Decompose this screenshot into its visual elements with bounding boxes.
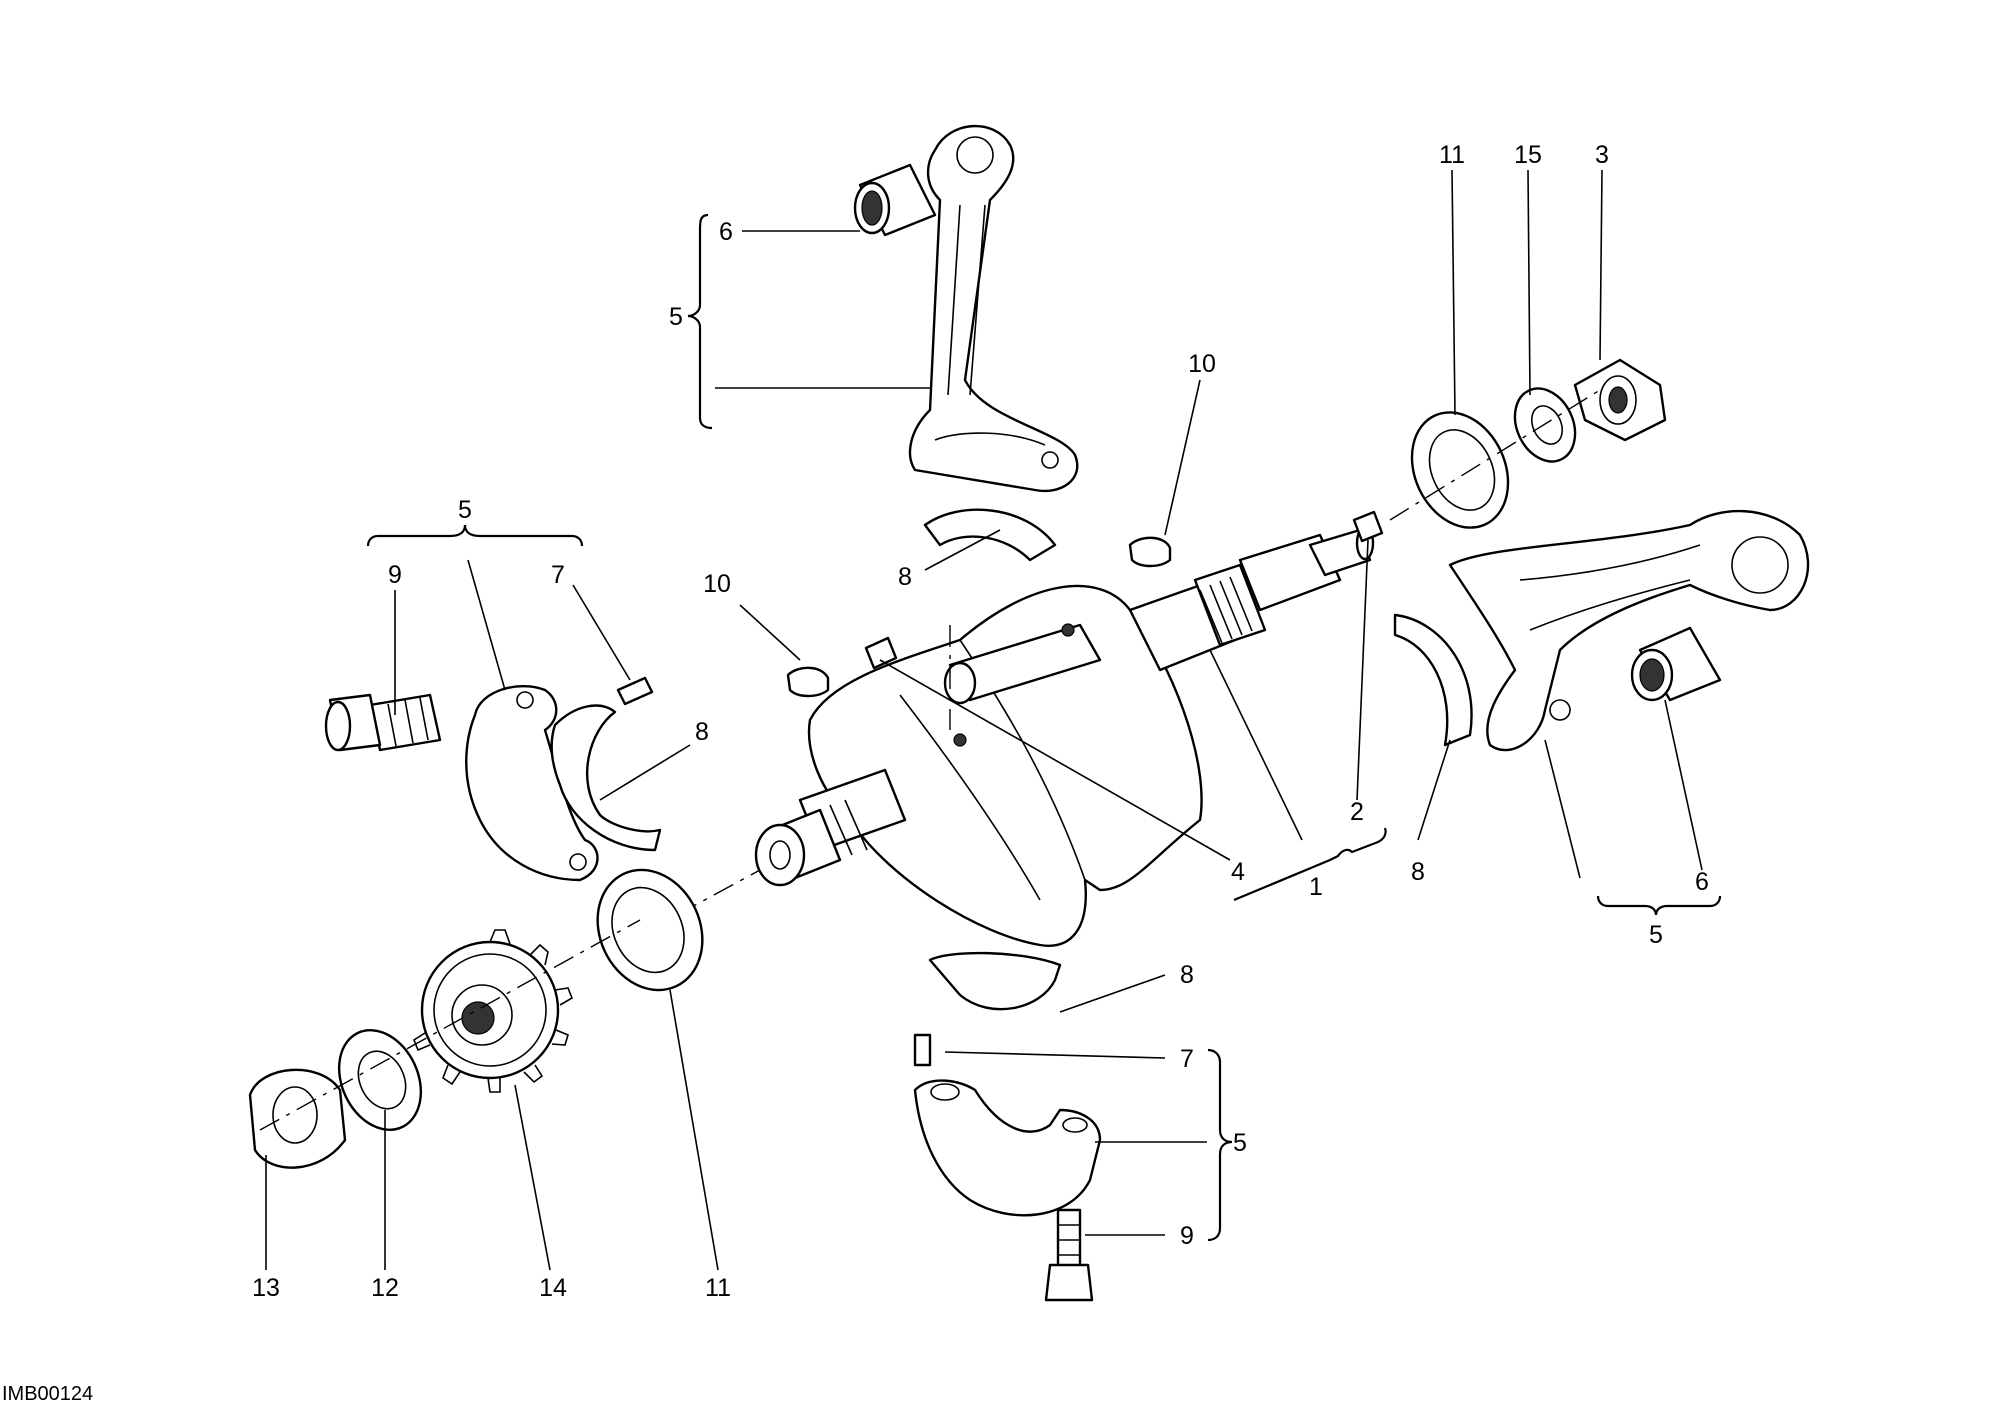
callout-9-left: 9 xyxy=(388,561,402,589)
bottom-dowel-pin-7 xyxy=(913,1033,932,1067)
right-bearing-shell xyxy=(1393,613,1473,747)
callout-11-top-right: 11 xyxy=(1439,141,1465,169)
callout-4: 4 xyxy=(1231,858,1245,886)
thrust-washer-11-top xyxy=(1410,411,1510,529)
thrust-washer-11-bottom xyxy=(596,868,704,992)
callout-13: 13 xyxy=(252,1274,280,1302)
callout-1: 1 xyxy=(1309,873,1323,901)
drawing-code: IMB00124 xyxy=(2,1383,93,1405)
gear-14 xyxy=(413,929,573,1093)
callout-10-mid: 10 xyxy=(703,570,731,598)
callout-14: 14 xyxy=(539,1274,567,1302)
callout-5-left: 5 xyxy=(458,496,472,524)
callout-2: 2 xyxy=(1350,798,1364,826)
left-bolt-9 xyxy=(324,693,442,752)
callout-6-top: 6 xyxy=(719,218,733,246)
callout-8-left: 8 xyxy=(695,718,709,746)
woodruff-key-mid xyxy=(786,666,830,698)
left-rod-cap xyxy=(465,685,599,882)
callout-5-right: 5 xyxy=(1649,921,1663,949)
left-dowel-pin-7 xyxy=(616,676,654,706)
callout-8-bottom: 8 xyxy=(1180,961,1194,989)
callout-8-top: 8 xyxy=(898,563,912,591)
callout-10-top: 10 xyxy=(1188,350,1216,378)
bottom-bolt-9 xyxy=(1044,1208,1094,1302)
top-connecting-rod xyxy=(853,124,1079,493)
callout-labels: 6 5 10 8 11 15 3 5 9 7 8 10 4 1 2 8 6 5 … xyxy=(252,141,1709,1302)
callout-7-bottom: 7 xyxy=(1180,1045,1194,1073)
callout-7-left: 7 xyxy=(551,561,565,589)
grub-screw-2 xyxy=(1352,510,1384,543)
brackets xyxy=(366,213,1722,1242)
crankshaft xyxy=(639,525,1375,947)
callout-12: 12 xyxy=(371,1274,399,1302)
callout-9-bottom: 9 xyxy=(1180,1222,1194,1250)
bottom-bearing-shell xyxy=(928,951,1062,1011)
grub-screw-4 xyxy=(864,636,898,670)
nut-3 xyxy=(1573,358,1667,442)
right-connecting-rod xyxy=(1448,509,1810,752)
spring-washer-12 xyxy=(337,1029,423,1131)
left-bearing-shell xyxy=(550,704,662,852)
leader-lines xyxy=(265,169,1703,1271)
nut-13 xyxy=(248,1068,347,1169)
callout-15: 15 xyxy=(1514,141,1542,169)
callout-5-bottom: 5 xyxy=(1233,1129,1247,1157)
washer-15 xyxy=(1513,387,1577,463)
callout-8-right: 8 xyxy=(1411,858,1425,886)
callout-5-top: 5 xyxy=(669,303,683,331)
callout-6-right: 6 xyxy=(1695,868,1709,896)
woodruff-key-top xyxy=(1128,536,1172,568)
callout-11-bottom: 11 xyxy=(705,1274,731,1302)
callout-3: 3 xyxy=(1595,141,1609,169)
bottom-rod-cap xyxy=(913,1079,1102,1217)
